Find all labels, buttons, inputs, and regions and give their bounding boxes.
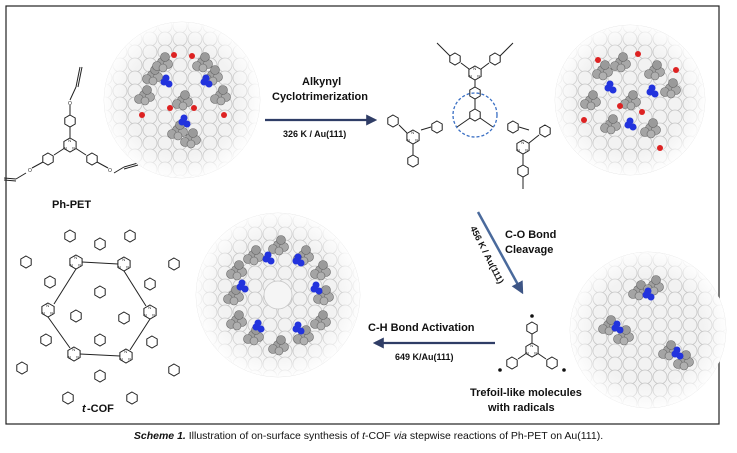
trefoil-structure bbox=[498, 314, 566, 372]
co-label-line2: Cleavage bbox=[505, 244, 553, 256]
condition-step1: 326 K / Au(111) bbox=[283, 129, 346, 139]
svg-text:O: O bbox=[68, 101, 72, 107]
caption-part1: Illustration of on-surface synthesis of bbox=[185, 430, 363, 442]
tcof-structure bbox=[16, 229, 180, 405]
caption-via: via bbox=[393, 430, 408, 442]
trefoil-label-line2: with radicals bbox=[487, 402, 555, 414]
arrow-step2 bbox=[476, 211, 524, 295]
svg-text:O: O bbox=[28, 168, 32, 174]
tcof-label-t: t bbox=[82, 403, 87, 415]
tcof-label-rest: -COF bbox=[87, 403, 114, 415]
alkynyl-label-line1: Alkynyl bbox=[302, 76, 341, 88]
alkynyl-label-line2: Cyclotrimerization bbox=[272, 91, 368, 103]
co-label-line1: C-O Bond bbox=[505, 229, 556, 241]
trimer-structure bbox=[387, 42, 551, 189]
caption-t: t bbox=[362, 430, 365, 442]
ph-pet-structure: O O O bbox=[3, 66, 139, 182]
ph-pet-label: Ph-PET bbox=[52, 199, 91, 211]
stm-image-cof bbox=[195, 212, 361, 378]
stm-image-trimer-network bbox=[554, 24, 706, 176]
ch-activation-label: C-H Bond Activation bbox=[368, 322, 475, 334]
caption-part2: -COF bbox=[365, 430, 394, 442]
svg-text:O: O bbox=[108, 168, 112, 174]
trefoil-label-line1: Trefoil-like molecules bbox=[470, 387, 582, 399]
stm-image-trimer bbox=[103, 21, 261, 179]
caption-scheme: Scheme 1. bbox=[133, 430, 186, 442]
highlight-circle bbox=[452, 92, 498, 138]
caption-part3: stepwise reactions of Ph-PET on Au(111). bbox=[407, 430, 604, 442]
stm-image-radicals bbox=[569, 251, 727, 409]
figure-caption: Scheme 1. Illustration of on-surface syn… bbox=[0, 430, 737, 442]
condition-step3: 649 K/Au(111) bbox=[395, 352, 454, 362]
